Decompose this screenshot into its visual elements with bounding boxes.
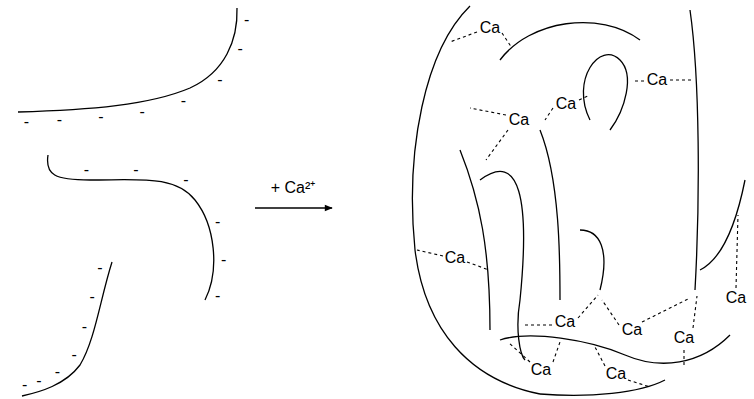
charge-sign: - <box>57 112 62 128</box>
charge-sign: - <box>217 72 222 88</box>
charge-sign: - <box>36 373 41 389</box>
charge-sign: - <box>133 162 138 178</box>
calcium-ion: Ca <box>556 96 576 112</box>
charge-sign: - <box>55 364 60 380</box>
calcium-ion: Ca <box>726 290 746 306</box>
calcium-ion: Ca <box>647 72 667 88</box>
charge-sign: - <box>244 12 249 28</box>
reaction-arrow <box>255 207 332 208</box>
charge-sign: - <box>181 93 186 109</box>
calcium-ion: Ca <box>445 250 465 266</box>
charge-sign: - <box>24 114 29 130</box>
charge-sign: - <box>84 162 89 178</box>
polymer-chain <box>18 8 237 112</box>
reagent-label: + Ca²⁺ <box>271 180 316 196</box>
calcium-ion: Ca <box>509 112 529 128</box>
charge-sign: - <box>22 377 27 393</box>
ionic-bonds <box>417 32 738 387</box>
polymer-chain <box>47 155 213 300</box>
calcium-ion: Ca <box>531 362 551 378</box>
charge-sign: - <box>71 347 76 363</box>
calcium-ion: Ca <box>606 366 626 382</box>
calcium-ion: Ca <box>555 314 575 330</box>
charge-sign: - <box>238 41 243 57</box>
charge-sign: - <box>215 214 220 230</box>
charge-sign: - <box>215 288 220 304</box>
charge-sign: - <box>90 289 95 305</box>
charge-sign: - <box>140 104 145 120</box>
calcium-ion: Ca <box>674 330 694 346</box>
calcium-ion: Ca <box>480 20 500 36</box>
charge-sign: - <box>221 252 226 268</box>
charge-sign: - <box>97 260 102 276</box>
polymer-chain <box>22 262 112 396</box>
free-chains <box>18 8 237 396</box>
charge-sign: - <box>98 109 103 125</box>
gel-network <box>412 6 745 395</box>
calcium-ion: Ca <box>622 322 642 338</box>
charge-sign: - <box>183 172 188 188</box>
charge-sign: - <box>82 319 87 335</box>
